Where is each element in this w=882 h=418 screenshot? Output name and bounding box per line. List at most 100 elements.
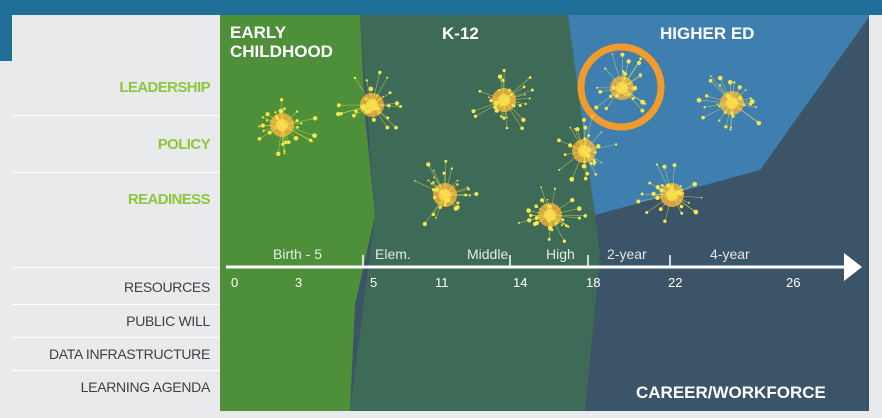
tick-26: 26 [786, 275, 801, 290]
spark-cluster-higher-ed-readiness [632, 155, 712, 235]
spark-dot [274, 111, 277, 114]
spark-dot [600, 131, 603, 133]
spark-ray [499, 76, 505, 101]
spark-dot [505, 126, 509, 130]
spark-dot [371, 117, 376, 122]
spark-dot [534, 204, 538, 208]
tick-5: 5 [370, 275, 378, 290]
spark-dot [671, 184, 674, 188]
spark-dot [312, 133, 317, 138]
spark-ray [621, 62, 640, 89]
spark-ray [731, 101, 753, 104]
spark-dot [581, 164, 587, 169]
spark-dot [300, 122, 303, 125]
spark-dot [275, 115, 278, 118]
spark-dot [258, 125, 261, 128]
spark-ray [371, 92, 391, 106]
spark-dot [394, 125, 398, 130]
spark-ray [600, 87, 623, 93]
spark-dot [718, 105, 721, 108]
spark-dot [611, 53, 614, 55]
spark-ray [583, 116, 593, 152]
spark-ray [671, 194, 682, 207]
spark-ray [702, 102, 733, 118]
spark-ray [621, 78, 626, 89]
axis-arrow [844, 253, 862, 281]
spark-dot [513, 105, 516, 108]
spark-dot [568, 143, 573, 148]
spark-ray [664, 166, 673, 196]
spark-ray [583, 150, 588, 174]
spark-cluster-high-readiness [510, 175, 590, 255]
spark-ray [549, 208, 580, 216]
spark-ray [496, 99, 505, 111]
spark-dot [733, 81, 736, 84]
spark-ray [657, 194, 673, 199]
spark-dot [432, 169, 435, 172]
spark-ray [518, 214, 551, 224]
spark-ray [267, 113, 283, 126]
spark-dot [604, 106, 608, 111]
spark-dot [583, 176, 588, 181]
spark-dot [569, 126, 572, 129]
spark-dot [534, 215, 539, 221]
spark-graphic [336, 70, 403, 130]
spark-ray [583, 150, 585, 163]
header-band [0, 0, 882, 15]
spark-ray [704, 102, 733, 108]
spark-dot [464, 193, 468, 197]
spark-dot [444, 203, 447, 206]
spark-dot [427, 179, 430, 182]
spark-ray [710, 80, 733, 104]
spark-ray [621, 87, 646, 105]
spark-dot [655, 195, 660, 201]
spark-dot [547, 219, 551, 223]
spark-dot [682, 192, 685, 195]
spark-ray [549, 214, 565, 242]
spark-ray [371, 103, 398, 106]
spark-dot [295, 110, 299, 113]
spark-ray [536, 205, 551, 216]
spark-dot [336, 111, 341, 117]
spark-dot [276, 151, 281, 156]
spark-dot [471, 109, 476, 114]
row-divider [12, 172, 220, 173]
spark-dot [378, 112, 380, 115]
spark-dot [679, 185, 682, 188]
spark-dot [727, 80, 733, 85]
spark-ray [262, 124, 283, 126]
segment-middle: Middle [467, 246, 509, 262]
spark-ray [571, 150, 585, 180]
spark-dot [623, 72, 628, 76]
spark-dot [756, 121, 762, 126]
spark-dot [310, 140, 313, 143]
spark-dot [626, 59, 631, 64]
spark-dot [659, 188, 664, 193]
spark-ray [428, 164, 446, 196]
spark-dot [561, 224, 563, 227]
spark-dot [724, 125, 728, 129]
spark-dot [502, 116, 506, 120]
spark-ray [475, 99, 505, 117]
spark-ray [353, 104, 373, 116]
spark-dot [575, 127, 580, 132]
spark-ray [583, 150, 592, 164]
spark-dot [658, 207, 663, 212]
spark-ray [371, 104, 380, 110]
spark-dot [466, 186, 469, 189]
spark-ray [281, 124, 312, 142]
spark-dot [377, 107, 381, 111]
spark-dot [594, 173, 598, 176]
spark-dot [433, 176, 435, 179]
spark-dot [257, 137, 262, 141]
spark-ray [444, 193, 477, 196]
spark-ray [549, 214, 563, 221]
spark-ray [503, 99, 521, 106]
row-divider [12, 370, 220, 371]
spark-dot [284, 140, 288, 145]
spark-dot [453, 206, 459, 211]
spark-dot [364, 97, 368, 101]
spark-dot [615, 93, 619, 98]
tick-14: 14 [513, 275, 528, 290]
spark-ray [371, 104, 375, 120]
